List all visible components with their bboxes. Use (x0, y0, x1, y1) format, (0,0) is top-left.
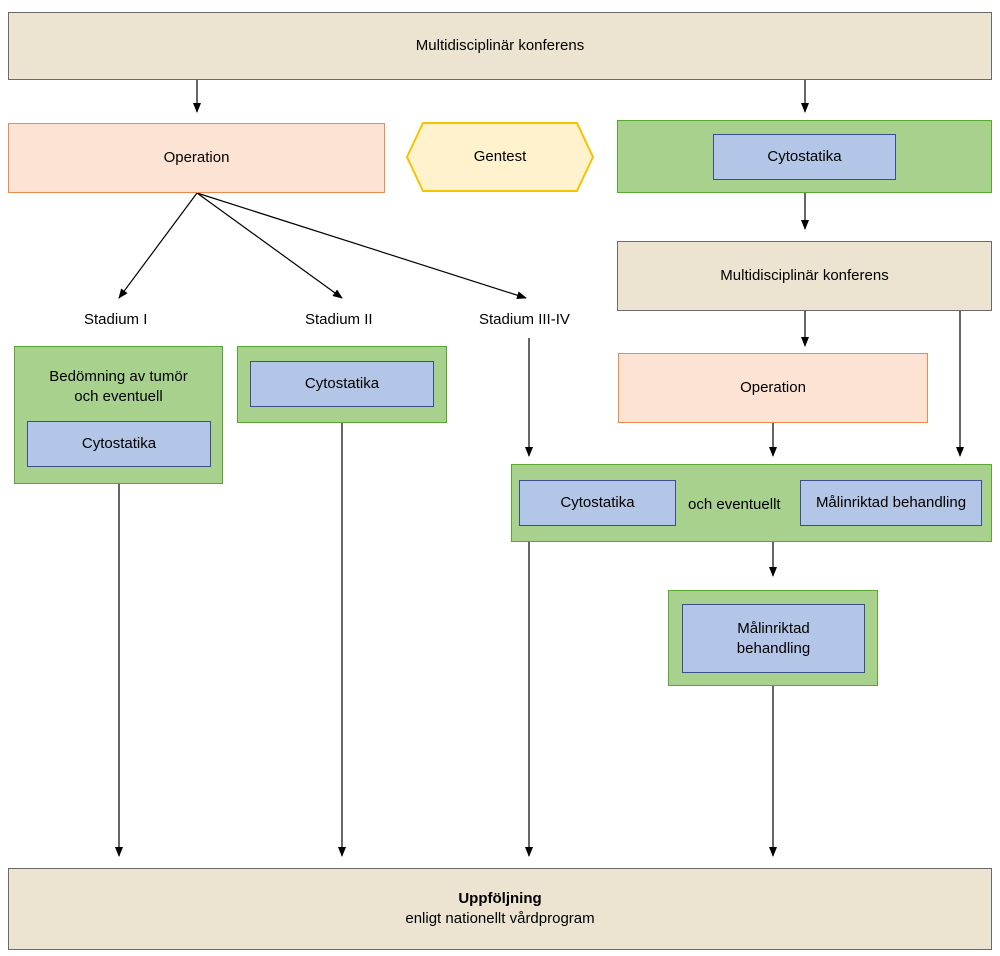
gentest-hexagon (405, 122, 595, 192)
och-eventuellt-label: och eventuellt (688, 496, 781, 513)
cyto-combo-label: Cytostatika (560, 494, 635, 511)
stadium-3-4-label: Stadium III-IV (479, 311, 570, 328)
operation-left-label: Operation (163, 149, 230, 166)
stage1-container: Bedömning av tumör och eventuell Cytosta… (14, 346, 223, 484)
combo-container: Cytostatika och eventuellt Målinriktad b… (511, 464, 992, 542)
cyto-top-right-box: Cytostatika (713, 134, 896, 180)
mdk-top-box: Multidisciplinär konferens (8, 12, 992, 80)
arrow-op-to-stadium1 (118, 192, 198, 299)
operation-left-box: Operation (8, 123, 385, 193)
cyto-stage2-box: Cytostatika (250, 361, 434, 407)
stadium-2-label: Stadium II (305, 311, 373, 328)
cyto-stage1-label: Cytostatika (81, 435, 157, 452)
bedomning-line-1: Bedömning av tumör (49, 368, 188, 385)
cyto-top-right-label: Cytostatika (767, 148, 842, 165)
uppfoljning-title: Uppföljning (458, 890, 542, 907)
mdk-top-label: Multidisciplinär konferens (415, 37, 585, 54)
uppfoljning-subtitle: enligt nationellt vårdprogram (405, 910, 595, 927)
malinriktad-box: Målinriktad behandling (682, 604, 865, 673)
gentest-label: Gentest (473, 148, 527, 165)
operation-right-box: Operation (618, 353, 928, 423)
malinriktad-combo-label: Målinriktad behandling (815, 494, 967, 511)
stadium-1-label: Stadium I (84, 311, 148, 328)
malinriktad-line-2: behandling (736, 639, 811, 657)
mdk-right-box: Multidisciplinär konferens (617, 241, 992, 311)
uppfoljning-box: Uppföljning enligt nationellt vårdprogra… (8, 868, 992, 950)
arrow-op-to-stadium2 (196, 192, 343, 299)
stage2-container: Cytostatika (237, 346, 447, 423)
malinriktad-container: Målinriktad behandling (668, 590, 878, 686)
malinriktad-line-1: Målinriktad (737, 619, 810, 637)
bedomning-line-2: och eventuell (74, 388, 163, 405)
mdk-right-label: Multidisciplinär konferens (720, 267, 889, 284)
arrow-op-to-stadium34 (196, 192, 527, 300)
cyto-top-right-container: Cytostatika (617, 120, 992, 193)
malinriktad-combo-box: Målinriktad behandling (800, 480, 982, 526)
gentest-box: Gentest (405, 121, 595, 193)
cyto-stage2-label: Cytostatika (304, 375, 380, 392)
operation-right-label: Operation (740, 379, 806, 396)
cyto-combo-box: Cytostatika (519, 480, 676, 526)
cyto-stage1-box: Cytostatika (27, 421, 211, 467)
bedomning-text: Bedömning av tumör och eventuell (15, 367, 222, 407)
